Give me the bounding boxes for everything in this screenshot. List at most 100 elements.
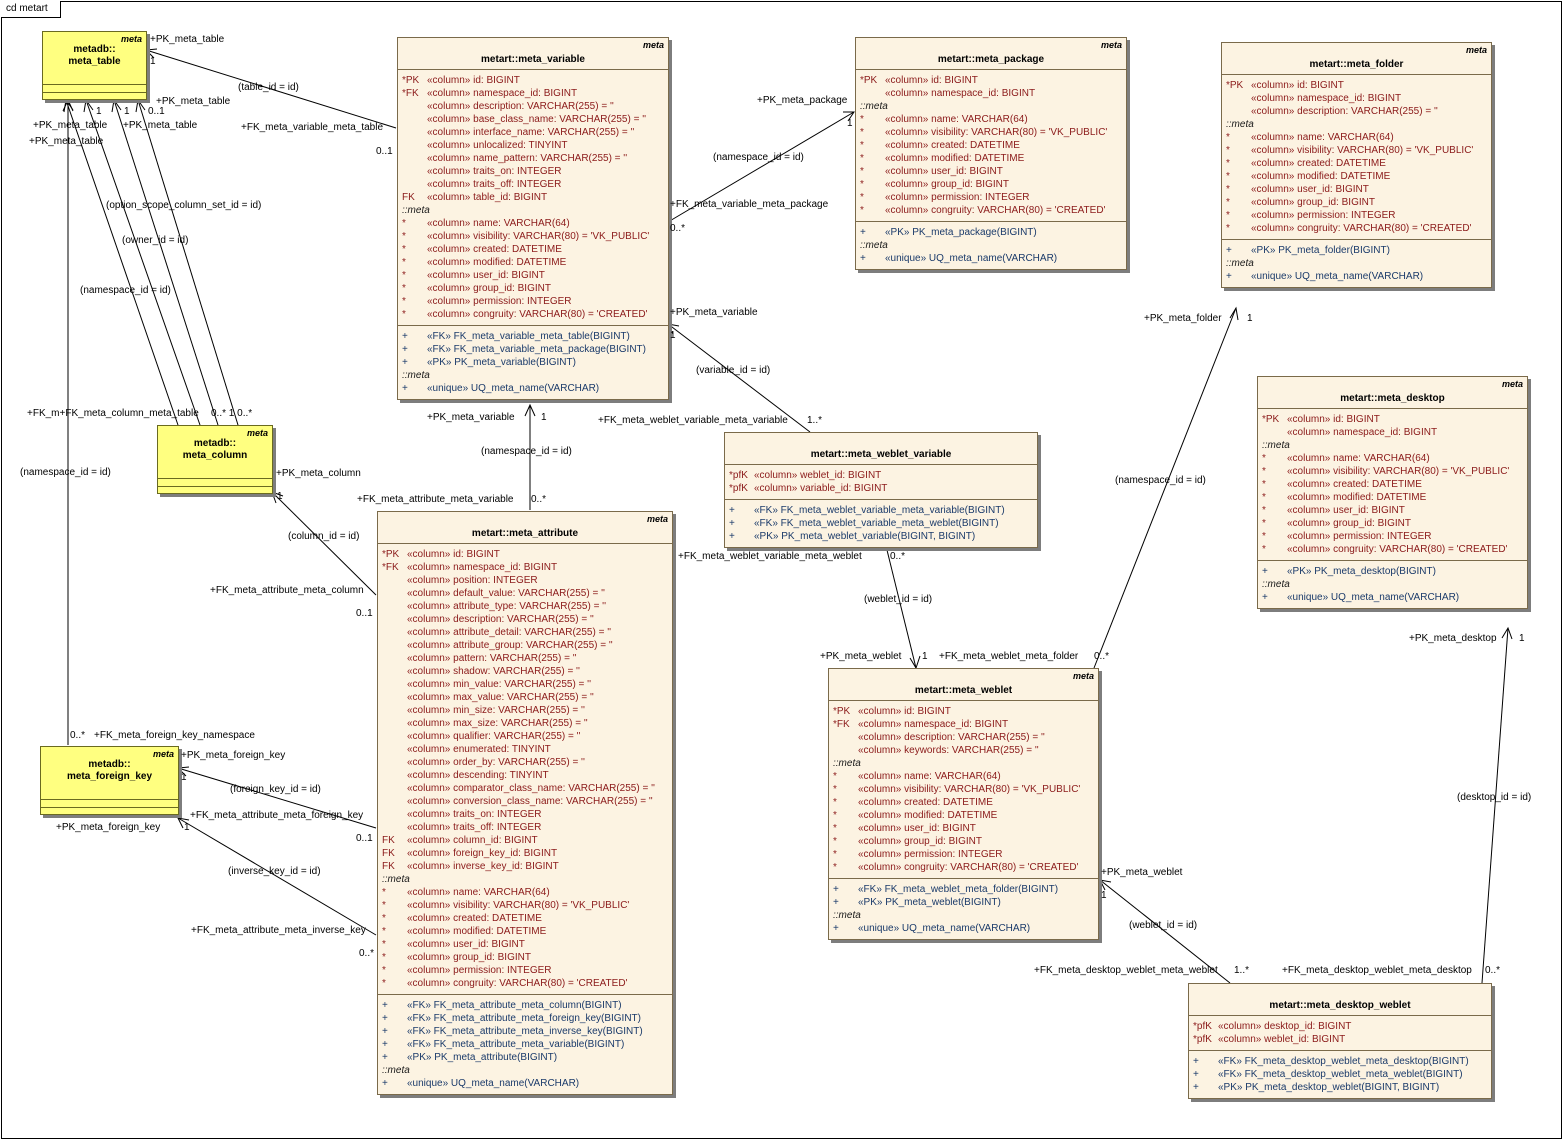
row-text: «column» visibility: VARCHAR(80) = 'VK_P… [858,784,1081,795]
row-marker: * [382,952,386,963]
operation-compartment: + «FK» FK_meta_attribute_meta_column(BIGI… [378,995,672,1094]
row-text: «column» created: DATETIME [1251,158,1386,169]
attribute-row: «column» min_size: VARCHAR(255) = '' [381,704,669,717]
attribute-row: «column» namespace_id: BIGINT [1261,426,1524,439]
attribute-row: *«column» congruity: VARCHAR(80) = 'CREA… [832,861,1095,874]
row-marker: * [382,926,386,937]
attribute-row: *«column» user_id: BIGINT [381,938,669,951]
class-meta-foreign-key[interactable]: meta metadb:: meta_foreign_key [40,746,179,815]
row-text: «unique» UQ_meta_name(VARCHAR) [1287,592,1460,603]
join-condition-label: (weblet_id = id) [1129,920,1198,931]
row-marker: * [833,823,837,834]
row-text: «column» name: VARCHAR(64) [1251,132,1394,143]
role-label: +PK_meta_table [29,136,104,147]
row-text: «column» visibility: VARCHAR(80) = 'VK_P… [1251,145,1474,156]
class-title: metart::meta_weblet_variable [725,433,1037,465]
row-marker: * [1262,479,1266,490]
row-marker: * [860,205,864,216]
row-marker: * [860,192,864,203]
attribute-compartment: *PK«column» id: BIGINT«column» namespace… [1258,409,1527,561]
row-text: «FK» FK_meta_variable_meta_package(BIGIN… [427,344,646,355]
stereotype: meta [120,34,142,44]
attribute-row: *«column» visibility: VARCHAR(80) = 'VK_… [1225,144,1488,157]
row-text: «column» namespace_id: BIGINT [1251,93,1402,104]
operation-row: +«FK» FK_meta_desktop_weblet_meta_weblet… [1192,1068,1488,1081]
role-label: +PK_meta_variable [670,307,758,318]
attribute-row: «column» description: VARCHAR(255) = '' [381,613,669,626]
class-meta-table[interactable]: meta metadb:: meta_table [42,31,147,100]
join-condition-label: (table_id = id) [238,82,299,93]
arrowhead [843,111,855,122]
attribute-row: «column» namespace_id: BIGINT [859,87,1123,100]
class-title: metadb:: meta_foreign_key [41,747,178,800]
diagram-frame-title: cd metart [1,1,61,18]
row-marker: * [833,797,837,808]
multiplicity-label: 0..1 [356,608,373,619]
row-marker: * [833,810,837,821]
operation-row: +«unique» UQ_meta_name(VARCHAR) [1225,270,1488,283]
row-marker: * [402,270,406,281]
attribute-row: *pfK«column» weblet_id: BIGINT [1192,1033,1488,1046]
row-text: «column» created: DATETIME [858,797,993,808]
attribute-row: * «column» congruity: VARCHAR(80) = 'CREA… [859,204,1123,217]
link-attribute-column [271,491,377,596]
class-meta-column[interactable]: meta metadb:: meta_column [157,425,273,494]
row-text: «column» weblet_id: BIGINT [754,470,882,481]
row-text: «unique» UQ_meta_name(VARCHAR) [427,383,600,394]
attribute-row: *«column» group_id: BIGINT [832,835,1095,848]
row-text: «column» variable_id: BIGINT [754,483,888,494]
role-label: +PK_meta_foreign_key [56,822,161,833]
row-marker: + [382,1078,388,1089]
attribute-row: * «column» group_id: BIGINT [381,951,669,964]
row-marker: * [860,140,864,151]
attribute-row: «column» descending: TINYINT [381,769,669,782]
operation-row: +«PK» PK_meta_weblet_variable(BIGINT, BI… [728,530,1034,543]
class-meta-desktop-weblet[interactable]: metart::meta_desktop_weblet*pfK«column» … [1188,983,1492,1099]
row-text: «column» id: BIGINT [427,75,520,86]
row-text: «column» id: BIGINT [1287,414,1380,425]
attribute-row: «column» default_value: VARCHAR(255) = '… [381,587,669,600]
row-text: «column» visibility: VARCHAR(80) = 'VK_P… [1287,466,1510,477]
row-text: «column» name: VARCHAR(64) [407,887,550,898]
stereotype: meta [152,749,174,759]
multiplicity-label: 1 [124,106,130,117]
row-text: «column» position: INTEGER [407,575,538,586]
class-title: metadb:: meta_table [43,32,146,85]
class-meta-weblet-variable[interactable]: metart::meta_weblet_variable*pfK«column»… [724,432,1038,548]
multiplicity-label: 0..* [531,494,547,505]
attribute-row: «column» traits_on: INTEGER [381,808,669,821]
arrowhead [177,817,190,829]
row-text: «PK» PK_meta_folder(BIGINT) [1251,245,1390,256]
row-marker: * [833,849,837,860]
row-marker: * [382,913,386,924]
row-marker: + [382,1000,388,1011]
attribute-row: *«column» name: VARCHAR(64) [401,217,665,230]
attribute-row: *«column» visibility: VARCHAR(80) = 'VK_… [832,783,1095,796]
link-column-table-2 [85,99,201,426]
join-condition-label: (namespace_id = id) [481,446,572,457]
row-text: «column» visibility: VARCHAR(80) = 'VK_P… [885,127,1108,138]
row-text: «column» congruity: VARCHAR(80) = 'CREAT… [1251,223,1472,234]
row-text: «FK» FK_meta_attribute_meta_column(BIGIN… [407,1000,622,1011]
row-text: «FK» FK_meta_variable_meta_table(BIGINT) [427,331,630,342]
multiplicity-label: 0..1 [356,833,373,844]
row-marker: + [402,383,408,394]
attribute-row: «column» conversion_class_name: VARCHAR(… [381,795,669,808]
row-marker: * [402,296,406,307]
attribute-row: «column» attribute_detail: VARCHAR(255) … [381,626,669,639]
row-text: «column» attribute_type: VARCHAR(255) = … [407,601,607,612]
row-marker: * [402,244,406,255]
row-marker: * [860,153,864,164]
attribute-row: *«column» created: DATETIME [401,243,665,256]
row-text: «PK» PK_meta_weblet_variable(BIGINT, BIG… [754,531,976,542]
operation-compartment [43,93,146,100]
row-text: «column» congruity: VARCHAR(80) = 'CREAT… [885,205,1106,216]
row-marker: *PK [833,706,851,717]
row-text: «column» group_id: BIGINT [407,952,531,963]
